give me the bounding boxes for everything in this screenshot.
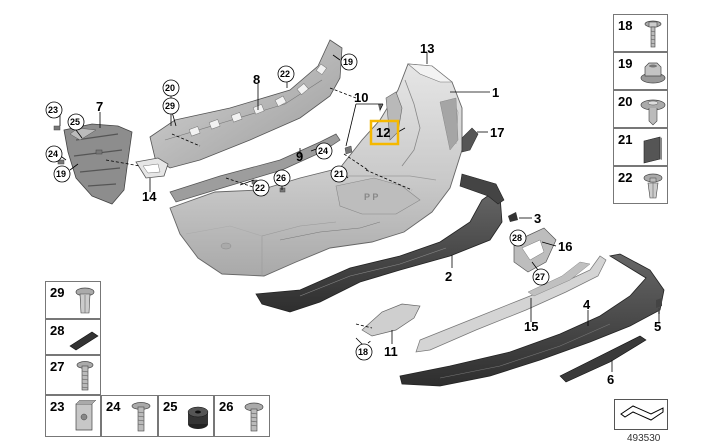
screw-with-washer-icon	[644, 20, 662, 48]
circled-callout-24a: 24	[45, 145, 63, 163]
svg-text:23: 23	[48, 105, 58, 115]
part-small-bracket	[135, 157, 169, 179]
circled-callout-23: 23	[45, 101, 63, 119]
clip-nut-icon	[75, 400, 97, 431]
callout-16: 16	[558, 239, 572, 254]
circled-callout-19b: 19	[53, 165, 71, 183]
svg-text:25: 25	[70, 117, 80, 127]
svg-text:27: 27	[535, 272, 545, 282]
svg-text:19: 19	[343, 57, 353, 67]
expanding-rivet-icon	[640, 99, 666, 126]
part-tailpipe-bracket	[361, 303, 421, 337]
circled-callouts: 19 22 20 29 23 25 24 19 24 21 26 22 28 2…	[45, 53, 550, 361]
circled-callout-22a: 22	[277, 65, 295, 83]
callout-4: 4	[583, 297, 591, 312]
legend-item-22[interactable]: 22	[613, 166, 668, 204]
circled-callout-20: 20	[162, 79, 180, 97]
legend-item-26[interactable]: 26	[214, 395, 270, 437]
part-side-cover	[461, 127, 479, 153]
part-carrier-bracket	[149, 39, 343, 169]
view-arrow-icon	[620, 405, 664, 421]
callout-8: 8	[253, 72, 260, 87]
callout-13: 13	[420, 41, 434, 56]
legend-item-27[interactable]: 27	[45, 355, 101, 395]
callout-14: 14	[142, 189, 157, 204]
legend-item-21[interactable]: 21	[613, 128, 668, 166]
view-direction-symbol	[614, 399, 668, 430]
torx-screw-icon	[131, 402, 151, 432]
part-small-screw-5	[656, 298, 662, 314]
circled-callout-18: 18	[355, 343, 373, 361]
leader-lines	[57, 52, 660, 372]
legend-item-28[interactable]: 28	[45, 319, 101, 355]
svg-text:22: 22	[280, 69, 290, 79]
spreading-rivet-icon	[75, 287, 95, 314]
callout-1: 1	[492, 85, 499, 100]
svg-text:21: 21	[334, 169, 344, 179]
svg-text:29: 29	[165, 101, 175, 111]
legend-item-24[interactable]: 24	[101, 395, 158, 437]
push-clip-icon	[643, 173, 663, 199]
legend-item-19[interactable]: 19	[613, 52, 668, 90]
catalog-number: 493530	[627, 433, 661, 444]
adhesive-pad-icon	[643, 136, 662, 164]
callout-7: 7	[96, 99, 103, 114]
part-diffuser	[255, 173, 505, 313]
callout-5: 5	[654, 319, 661, 334]
callout-12: 12	[376, 125, 390, 140]
part-trim-strip	[415, 255, 607, 353]
svg-text:24: 24	[318, 146, 328, 156]
circled-callout-27: 27	[532, 268, 550, 286]
circled-callout-29: 29	[162, 97, 180, 115]
rubber-buffer-icon	[187, 406, 209, 429]
flange-nut-icon	[640, 62, 666, 84]
callout-9: 9	[296, 149, 303, 164]
legend-item-18[interactable]: 18	[613, 14, 668, 52]
circled-callout-24b: 24	[315, 142, 333, 160]
callout-15: 15	[524, 319, 538, 334]
legend-item-20[interactable]: 20	[613, 90, 668, 128]
foam-strip-icon	[69, 331, 99, 351]
circled-callout-26: 26	[273, 169, 291, 187]
svg-text:26: 26	[276, 173, 286, 183]
circled-callout-22b: 22	[252, 179, 270, 197]
callout-17: 17	[490, 125, 504, 140]
callout-2: 2	[445, 269, 452, 284]
callout-3: 3	[534, 211, 541, 226]
svg-text:19: 19	[56, 169, 66, 179]
part-fastener-cluster	[53, 125, 286, 193]
part-lower-strip	[559, 335, 647, 383]
svg-text:18: 18	[358, 347, 368, 357]
callout-10: 10	[354, 90, 368, 105]
part-side-bracket	[63, 123, 133, 205]
circled-callout-19a: 19	[340, 53, 358, 71]
part-lower-diffuser	[399, 253, 665, 387]
callout-6: 6	[607, 372, 614, 387]
svg-text:28: 28	[512, 233, 522, 243]
callout-12-highlight[interactable]: 12	[369, 119, 400, 146]
part-guide-strip	[169, 133, 341, 203]
svg-text:22: 22	[255, 183, 265, 193]
circled-callout-21: 21	[330, 165, 348, 183]
circled-callout-25: 25	[67, 113, 85, 131]
hex-screw-icon	[244, 402, 264, 432]
legend-item-25[interactable]: 25	[158, 395, 214, 437]
svg-text:P P: P P	[364, 192, 378, 202]
callout-11: 11	[384, 344, 398, 359]
part-small-clip-3	[508, 212, 518, 222]
legend-item-29[interactable]: 29	[45, 281, 101, 319]
callout-numbers: 1 2 3 4 5 6 7 8 9 10 11 13 14 15 16 17	[96, 41, 661, 387]
svg-text:24: 24	[48, 149, 58, 159]
svg-text:20: 20	[165, 83, 175, 93]
circled-callout-28: 28	[509, 229, 527, 247]
screw-icon	[76, 361, 94, 391]
legend-item-23[interactable]: 23	[45, 395, 101, 437]
